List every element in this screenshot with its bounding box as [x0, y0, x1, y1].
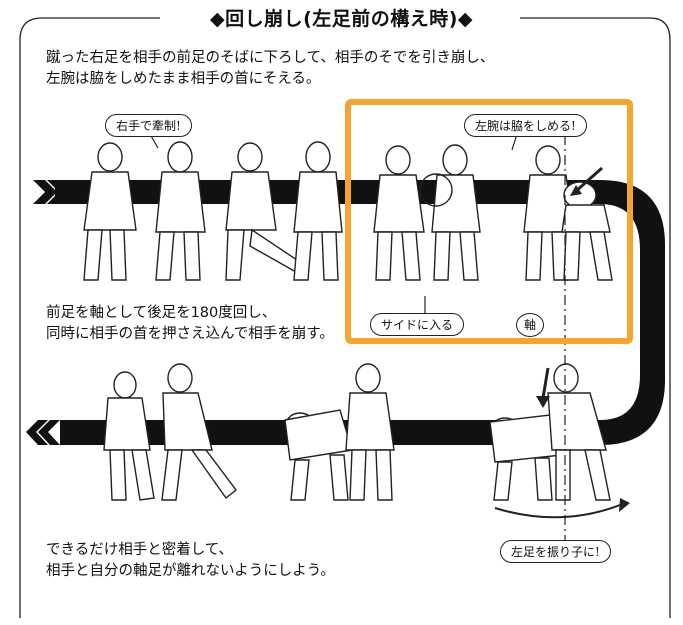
pendulum-arrow	[494, 504, 621, 519]
middle-line-1: 前足を軸として後足を180度回し、	[46, 305, 277, 321]
middle-line-2: 同時に相手の首を押さえ込んで相手を崩す。	[46, 326, 334, 342]
page-title: ◆回し崩し(左足前の構え時)◆	[0, 4, 683, 31]
callout-pendulum: 左足を振り子に!	[500, 540, 611, 563]
pendulum-arrowhead	[619, 498, 630, 512]
bottom-text: できるだけ相手と密着して、 相手と自分の軸足が離れないようにしよう。	[46, 540, 335, 582]
lower-chevron-1	[26, 420, 48, 445]
push-arrow-2	[541, 367, 550, 399]
top-row-figures	[83, 141, 613, 281]
callout-right-hand: 右手で牽制!	[105, 114, 192, 137]
intro-text: 蹴った右足を相手の前足のそばに下ろして、相手のそでを引き崩し、 左腕は脇をしめた…	[46, 48, 494, 90]
intro-line-2: 左腕は脇をしめたまま相手の首にそえる。	[46, 71, 321, 87]
intro-line-1: 蹴った右足を相手の前足のそばに下ろして、相手のそでを引き崩し、	[46, 50, 495, 66]
page-title-text: ◆回し崩し(左足前の構え時)◆	[207, 8, 476, 30]
bottom-line-1: できるだけ相手と密着して、	[46, 542, 234, 558]
callout-armpit: 左腕は脇をしめる!	[464, 114, 587, 137]
bottom-line-2: 相手と自分の軸足が離れないようにしよう。	[46, 563, 335, 579]
bottom-row-figures	[103, 363, 611, 501]
middle-text: 前足を軸として後足を180度回し、 同時に相手の首を押さえ込んで相手を崩す。	[46, 303, 334, 345]
lower-chevron-2	[38, 420, 60, 445]
push-arrow	[574, 166, 603, 194]
callout-side: サイドに入る	[370, 313, 465, 336]
upper-chevron-2	[47, 180, 69, 204]
callout-axis: 軸	[516, 313, 544, 337]
outer-frame	[19, 17, 671, 618]
upper-chevron-1	[33, 180, 57, 204]
